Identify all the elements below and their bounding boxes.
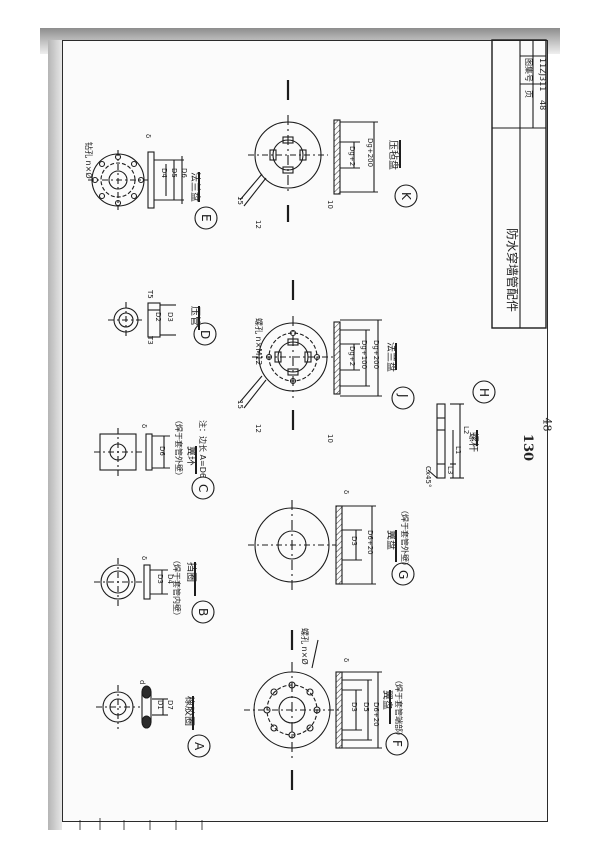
title-block (491, 39, 547, 329)
part-F-drawing (244, 630, 409, 790)
dim-G-2: D6+20 (366, 530, 374, 555)
dim-K-4: 12 (254, 220, 262, 229)
dim-D-4: T3 (146, 335, 154, 345)
part-B-name: 挡圈 (185, 562, 198, 582)
atlas-label: 图集号 (524, 58, 534, 82)
page-number-secondary: 48 (540, 417, 554, 432)
part-E-hole: 钻孔 n×Ø (84, 142, 94, 179)
dim-A-3: d (138, 680, 146, 684)
dim-E-1: D4 (160, 168, 168, 178)
dim-J-6: 10 (326, 434, 334, 443)
page-number: 48 (538, 100, 547, 110)
part-D-name: 压管 (189, 306, 202, 326)
dim-J-1: Dg+2 (348, 346, 356, 366)
part-C-name: 翼环 (185, 446, 197, 466)
dim-A-1: D1 (156, 700, 164, 710)
dim-D-2: D3 (166, 312, 174, 322)
dim-G-1: D3 (350, 536, 358, 546)
dim-F-3: D6+20 (372, 702, 380, 727)
dim-B-3: δ (140, 556, 148, 560)
part-G-drawing (248, 500, 415, 590)
part-D-drawing (108, 302, 217, 346)
dim-K-2: Dg+200 (366, 138, 374, 167)
part-C-note: （焊于套管外壁） (174, 416, 184, 480)
dim-J-3: Dg+200 (372, 340, 380, 369)
dim-K-1: Dg+2 (348, 146, 356, 166)
dim-E-2: D5 (170, 168, 178, 178)
part-C-drawing (94, 428, 215, 500)
part-E-drawing (88, 150, 218, 230)
part-A-name: 橡胶圈 (183, 696, 196, 726)
dim-H-3: L2 (462, 426, 470, 434)
dim-H-2: L1 (454, 446, 462, 454)
dim-E-3: D6 (180, 168, 188, 178)
part-J-letter: J (396, 393, 410, 398)
part-D-letter: D (198, 330, 212, 339)
part-B-note: （焊于套管内壁） (172, 556, 182, 620)
part-G-name: 翼盘 (385, 530, 398, 550)
dim-F-2: D5 (362, 702, 370, 712)
dim-H-1: Cx45° (424, 466, 432, 487)
part-J-hole: 螺孔 n×M12 (254, 318, 264, 365)
part-F-hole: 螺孔 n×Ø (300, 628, 310, 665)
part-E-letter: E (199, 214, 213, 222)
part-H-letter: H (477, 388, 491, 397)
part-F-name: 翼盘 (381, 690, 394, 710)
page-label: 页 (524, 90, 533, 98)
dim-F-1: D3 (350, 702, 358, 712)
part-F-note: （焊于套管端部） (394, 676, 404, 740)
part-G-note: （焊于套管外壁） (400, 506, 410, 570)
dim-E-4: δ (144, 134, 152, 138)
dim-A-2: D7 (166, 700, 174, 710)
dim-K-5: 10 (326, 200, 334, 209)
part-C-letter: C (196, 484, 210, 492)
dim-D-1: D2 (154, 312, 162, 322)
part-H-name: 螺杆 (467, 432, 479, 452)
part-F-letter: F (390, 740, 404, 747)
scan-shadow-left (48, 40, 62, 830)
dim-D-3: T5 (146, 289, 154, 299)
part-E-name: 法兰盘 (189, 172, 202, 202)
part-J-name: 法兰盘 (385, 342, 398, 372)
atlas-number: 11ZJ311 (538, 58, 547, 91)
part-B-letter: B (196, 608, 210, 616)
part-K-drawing (239, 80, 418, 222)
part-K-name: 压毡盘 (387, 140, 400, 170)
dim-B-2: D4 (166, 574, 174, 584)
part-G-letter: G (396, 570, 410, 579)
dim-J-4: 15 (236, 400, 244, 409)
part-A-letter: A (192, 742, 206, 751)
page-number-primary: 130 (520, 433, 536, 462)
scale-ruler (79, 818, 203, 830)
dim-J-2: Dg+100 (360, 340, 368, 369)
part-K-letter: K (399, 192, 413, 201)
dim-K-3: 15 (236, 196, 244, 205)
dim-B-1: D3 (156, 574, 164, 584)
part-A-drawing (96, 685, 211, 758)
dim-G-3: δ (342, 490, 350, 494)
dim-H-4: L3 (446, 466, 454, 474)
dim-C-1: D6 (158, 446, 166, 456)
part-J-drawing (239, 280, 415, 430)
title-text: 防水穿墙管配件 (505, 228, 520, 312)
dim-C-2: δ (140, 424, 148, 428)
dim-F-4: δ (342, 658, 350, 662)
part-H-drawing (427, 380, 496, 479)
part-B-drawing (94, 558, 215, 624)
dim-J-5: 12 (254, 424, 262, 433)
part-C-note2: 注：边长 A=D6 (198, 420, 208, 478)
